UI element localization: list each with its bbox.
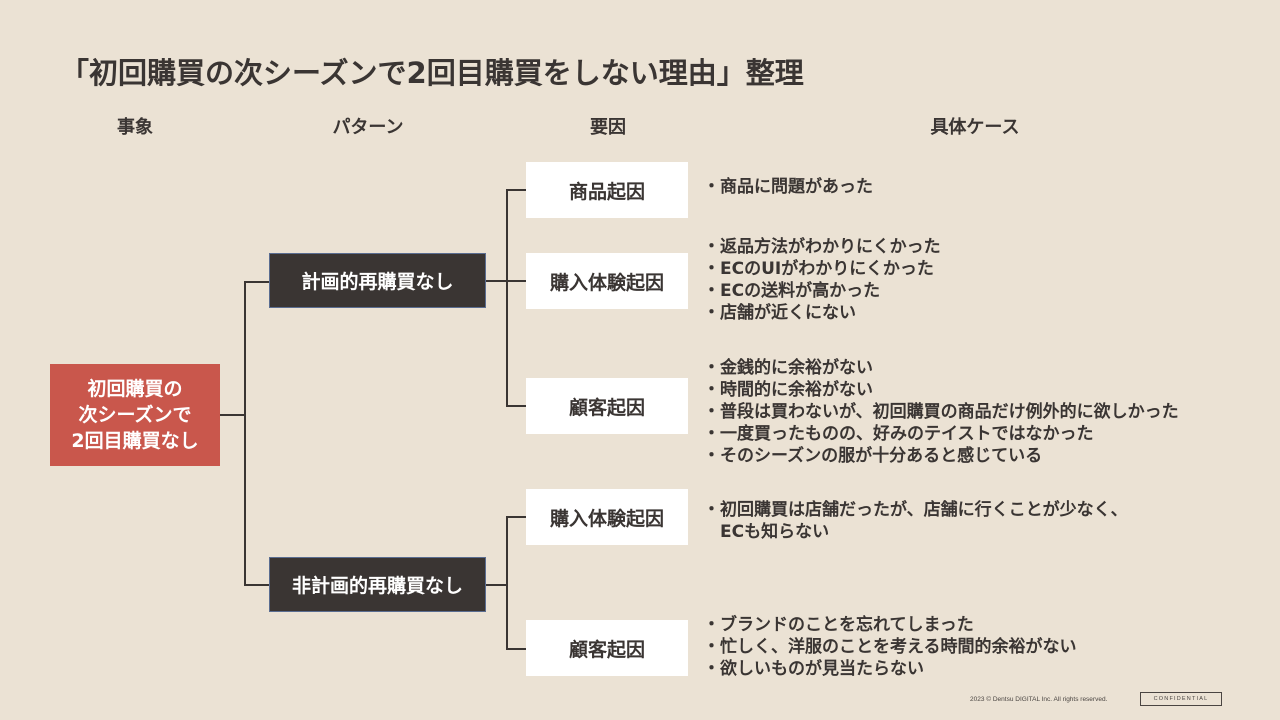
- case-item: 金銭的に余裕がない: [703, 357, 1179, 379]
- case-list-purchase-experience: 返品方法がわかりにくかった ECのUIがわかりにくかった ECの送料が高かった …: [703, 236, 941, 324]
- connector-pattern-2-trunk: [506, 516, 508, 649]
- column-header-cases: 具体ケース: [930, 117, 1020, 138]
- connector-factor-1-2: [506, 280, 526, 282]
- root-event-line-1: 初回購買の: [87, 378, 183, 400]
- case-item: ブランドのことを忘れてしまった: [703, 614, 1077, 636]
- case-list-customer: 金銭的に余裕がない 時間的に余裕がない 普段は買わないが、初回購買の商品だけ例外…: [703, 357, 1179, 467]
- connector-root-trunk: [244, 281, 246, 585]
- case-item: 忙しく、洋服のことを考える時間的余裕がない: [703, 636, 1077, 658]
- connector-pattern-2-out: [486, 584, 507, 586]
- case-list-product: 商品に問題があった: [703, 176, 873, 198]
- root-event-box: 初回購買の 次シーズンで 2回目購買なし: [50, 364, 220, 466]
- column-header-factor: 要因: [590, 117, 626, 138]
- connector-pattern-2: [244, 584, 269, 586]
- case-item: 一度買ったものの、好みのテイストではなかった: [703, 423, 1179, 445]
- case-list-customer-2: ブランドのことを忘れてしまった 忙しく、洋服のことを考える時間的余裕がない 欲し…: [703, 614, 1077, 680]
- case-item: 時間的に余裕がない: [703, 379, 1179, 401]
- case-item: 商品に問題があった: [703, 176, 873, 198]
- case-item: そのシーズンの服が十分あると感じている: [703, 445, 1179, 467]
- pattern-box-unplanned: 非計画的再購買なし: [269, 557, 486, 612]
- case-item: ECのUIがわかりにくかった: [703, 258, 941, 280]
- factor-box-customer: 顧客起因: [526, 378, 688, 434]
- case-item-continuation: ECも知らない: [720, 522, 830, 542]
- connector-pattern-1-trunk: [506, 189, 508, 406]
- connector-pattern-1: [244, 281, 269, 283]
- case-list-purchase-experience-2: 初回購買は店舗だったが、店舗に行くことが少なく、 ECも知らない: [703, 499, 1128, 543]
- connector-factor-2-2: [506, 648, 526, 650]
- factor-box-product: 商品起因: [526, 162, 688, 218]
- factor-box-customer-2: 顧客起因: [526, 620, 688, 676]
- connector-factor-1-1: [506, 189, 526, 191]
- case-item: 返品方法がわかりにくかった: [703, 236, 941, 258]
- footer-copyright: 2023 © Dentsu DIGITAL Inc. All rights re…: [970, 696, 1108, 703]
- connector-factor-2-1: [506, 516, 526, 518]
- connector-factor-1-3: [506, 405, 526, 407]
- factor-box-purchase-experience-2: 購入体験起因: [526, 489, 688, 545]
- root-event-line-3: 2回目購買なし: [71, 430, 199, 452]
- case-item: 欲しいものが見当たらない: [703, 658, 1077, 680]
- case-item: 初回購買は店舗だったが、店舗に行くことが少なく、: [703, 499, 1128, 521]
- column-header-event: 事象: [117, 117, 153, 138]
- connector-root: [220, 414, 245, 416]
- case-item: 普段は買わないが、初回購買の商品だけ例外的に欲しかった: [703, 401, 1179, 423]
- pattern-box-planned: 計画的再購買なし: [269, 253, 486, 308]
- case-item: 店舗が近くにない: [703, 302, 941, 324]
- confidential-badge: CONFIDENTIAL: [1140, 692, 1222, 706]
- root-event-line-2: 次シーズンで: [78, 404, 192, 426]
- factor-box-purchase-experience: 購入体験起因: [526, 253, 688, 309]
- column-header-pattern: パターン: [332, 117, 404, 138]
- page-title: 「初回購買の次シーズンで2回目購買をしない理由」整理: [60, 56, 804, 90]
- case-item: ECの送料が高かった: [703, 280, 941, 302]
- connector-pattern-1-out: [486, 280, 507, 282]
